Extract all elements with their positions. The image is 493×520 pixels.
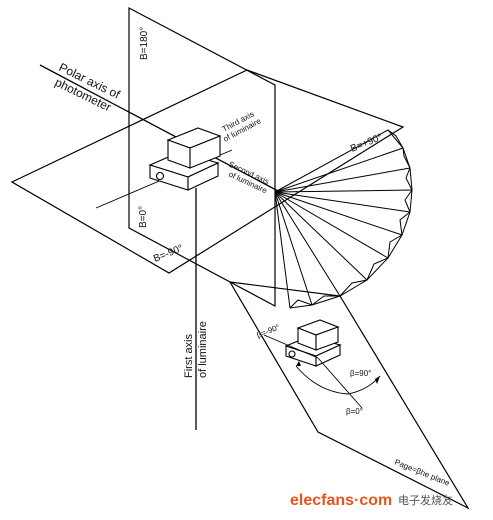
polar-axis-line: [39, 64, 281, 193]
label-b-180: B=180°: [139, 27, 150, 60]
label-beta-plus-90: β=90°: [350, 369, 371, 378]
horizontal-b-plane: [10, 69, 405, 274]
beta-plane: [228, 281, 470, 510]
beta-angle-indicators: [263, 334, 381, 409]
luminaire-lower: [284, 319, 342, 367]
vertical-b-plane: [128, 7, 276, 308]
label-b-0: B=0°: [138, 206, 149, 228]
label-first-axis-2: of luminaire: [197, 321, 209, 378]
label-b-minus-90: B=-90°: [152, 243, 185, 265]
watermark-chinese: 电子发烧友: [398, 493, 453, 507]
label-first-axis: First axis: [183, 334, 195, 379]
luminaire-upper: [148, 127, 222, 191]
watermark-brand: elecfans·com: [290, 492, 392, 509]
label-beta-0: β=0°: [346, 407, 363, 416]
c-plane-fan: [274, 129, 413, 309]
label-b-plus-90: B=+90°: [349, 132, 384, 155]
watermark-logo: elecfans·com 电子发烧友: [290, 492, 453, 509]
label-page-plane: Page=βhe plane: [393, 458, 451, 489]
